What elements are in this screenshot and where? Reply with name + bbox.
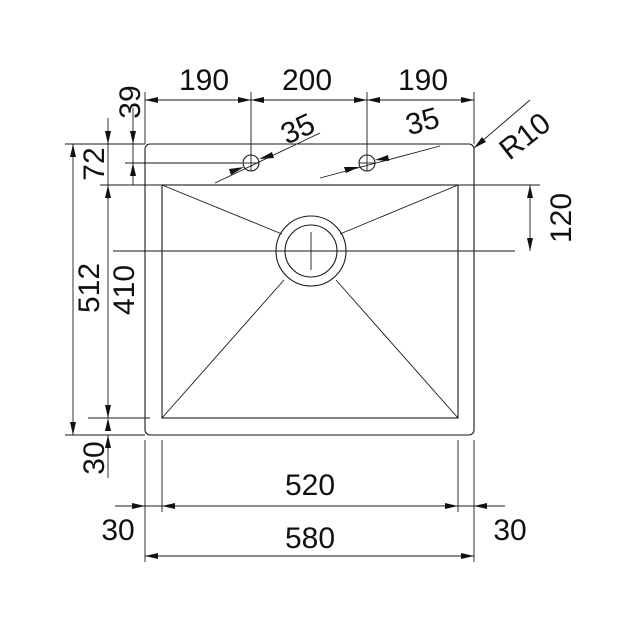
overall-depth-dimension: [70, 144, 76, 435]
bowl-slope-lines: [161, 184, 459, 419]
tap-hole-right: [358, 154, 376, 172]
tap-hole-leaders: [214, 132, 441, 184]
dim-drain-offset-120: 120: [545, 193, 578, 243]
drain-offset-dimension: [527, 185, 533, 251]
top-dimension-line: [145, 97, 474, 103]
bowl-width-dimension: [115, 503, 505, 509]
dim-top-left-190: 190: [179, 64, 229, 97]
dim-bowl-depth-410: 410: [108, 265, 141, 315]
bowl-inner-outline: [161, 184, 459, 419]
extension-lines: [65, 92, 540, 562]
bottom-offset-dimension: [105, 435, 111, 478]
dim-tap-row-72: 72: [78, 147, 111, 180]
dim-top-right-190: 190: [398, 64, 448, 97]
sink-outer-outline: [144, 143, 475, 436]
bowl-depth-dimension: [105, 185, 111, 431]
dim-tap-hole-right-35: 35: [402, 102, 443, 143]
dim-left-margin-30: 30: [101, 514, 134, 547]
left-small-dimensions: [105, 108, 136, 200]
dim-tap-hole-left-35: 35: [276, 107, 320, 151]
dim-bottom-offset-30: 30: [78, 441, 111, 474]
dim-overall-depth-512: 512: [73, 263, 106, 313]
dim-bowl-width-520: 520: [285, 469, 335, 502]
dim-top-offset-39: 39: [114, 85, 147, 118]
corner-radius-leader: [473, 99, 531, 149]
dim-top-center-200: 200: [282, 64, 332, 97]
dim-overall-width-580: 580: [285, 522, 335, 555]
dim-corner-radius: R10: [493, 107, 557, 167]
overall-width-dimension: [145, 553, 474, 559]
dim-right-margin-30: 30: [493, 514, 526, 547]
